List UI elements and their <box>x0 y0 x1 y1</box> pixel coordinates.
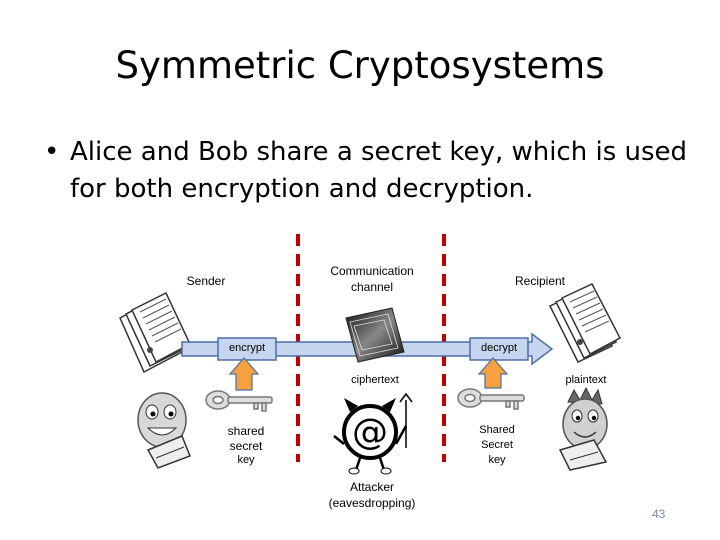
decrypt-box <box>469 337 529 361</box>
key-arrow-left <box>228 357 260 391</box>
encrypted-envelope-icon <box>345 307 405 363</box>
attacker-label-line1: Attacker <box>349 480 394 494</box>
key-icon-right <box>457 388 525 410</box>
sender-document-icon <box>119 291 191 374</box>
sender-label: Sender <box>186 274 226 288</box>
recipient-label: Recipient <box>514 274 566 288</box>
shared-key-right-line2: Secret <box>481 439 513 451</box>
plaintext-label: plaintext <box>565 374 607 386</box>
decrypt-label: decrypt <box>480 342 518 354</box>
bullet-marker: • <box>44 137 60 167</box>
shared-key-left-line2: secret <box>229 439 263 453</box>
key-arrow-right <box>477 357 509 389</box>
attacker-label-line2: (eavesdropping) <box>328 496 416 510</box>
shared-key-right-line3: key <box>488 454 506 466</box>
encrypt-label: encrypt <box>228 342 266 354</box>
shared-key-left-line1: shared <box>227 424 265 438</box>
shared-key-left-line3: key <box>237 454 255 466</box>
page-number: 43 <box>652 507 666 521</box>
bullet-text: Alice and Bob share a secret key, which … <box>70 137 688 204</box>
ciphertext-label: ciphertext <box>351 374 399 386</box>
shared-key-right-line1: Shared <box>479 424 515 436</box>
channel-label-line1: Communication <box>330 264 414 278</box>
recipient-document-icon <box>548 283 622 363</box>
attacker-icon: @ <box>333 392 413 475</box>
channel-label-line2: channel <box>350 280 394 294</box>
alice-avatar <box>137 392 191 469</box>
bob-avatar <box>558 386 608 471</box>
slide-title: Symmetric Cryptosystems <box>115 44 605 87</box>
svg-text:@: @ <box>352 412 388 453</box>
key-icon-left <box>205 390 273 412</box>
encrypt-box <box>217 337 277 361</box>
